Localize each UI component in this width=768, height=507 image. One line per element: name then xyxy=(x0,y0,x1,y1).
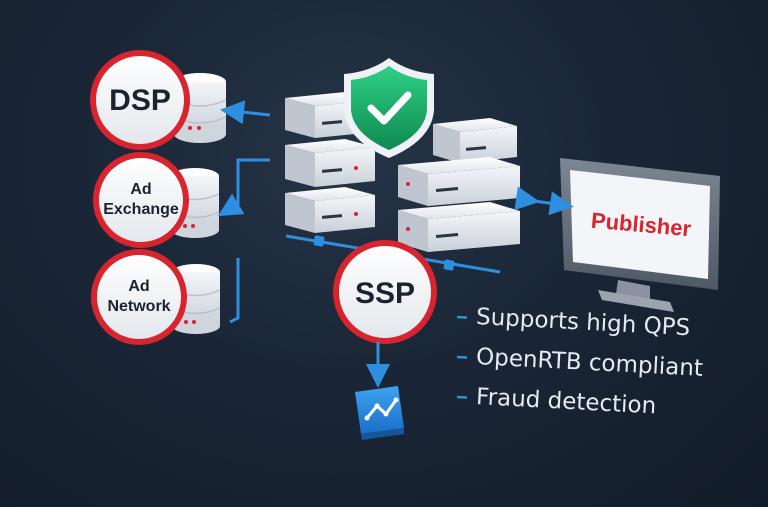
publisher-node[interactable]: Publisher xyxy=(560,158,720,312)
arrow-to-ad-exchange xyxy=(217,158,270,217)
publisher-connector-arrow xyxy=(514,186,574,216)
analytics-chart-icon xyxy=(355,386,404,440)
database-icon xyxy=(171,264,221,334)
ad-network-label-line2: Network xyxy=(107,298,170,315)
connector-lines-left xyxy=(217,100,271,324)
ad-exchange-label-line2: Exchange xyxy=(103,201,179,218)
server-stack-icon xyxy=(285,92,520,252)
feature-list: Supports high QPS OpenRTB compliant Frau… xyxy=(456,304,704,419)
feature-item: OpenRTB compliant xyxy=(456,344,704,382)
monitor-icon xyxy=(560,158,720,312)
feature-text: OpenRTB compliant xyxy=(475,344,703,382)
ssp-label: SSP xyxy=(355,277,415,310)
feature-item: Fraud detection xyxy=(456,384,657,419)
ad-network-label-line1: Ad xyxy=(128,278,149,295)
ad-network-node[interactable]: Ad Network xyxy=(91,249,187,345)
feature-text: Fraud detection xyxy=(475,384,656,419)
ad-exchange-node[interactable]: Ad Exchange xyxy=(93,152,189,248)
ssp-node[interactable]: SSP xyxy=(333,240,437,344)
dsp-label: DSP xyxy=(109,84,171,117)
feature-text: Supports high QPS xyxy=(475,304,690,341)
feature-item: Supports high QPS xyxy=(456,304,691,341)
line-to-ad-network xyxy=(229,258,240,324)
shield-check-icon xyxy=(344,58,434,158)
ad-exchange-label-line1: Ad xyxy=(130,181,151,198)
dsp-node[interactable]: DSP xyxy=(90,50,190,150)
arrow-to-dsp xyxy=(220,100,271,125)
